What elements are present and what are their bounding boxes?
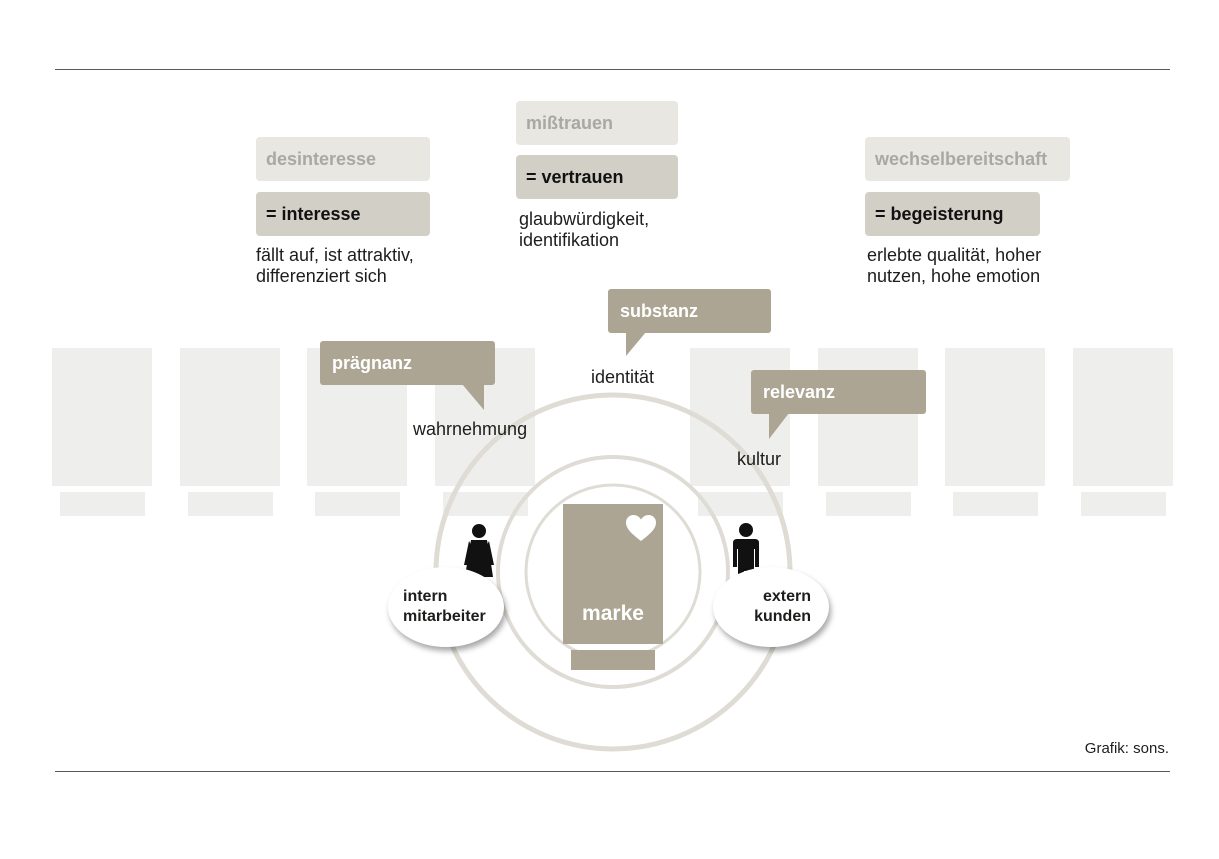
heart-icon (626, 515, 656, 541)
bg-tile (945, 348, 1045, 486)
stage-after-box: = interesse (256, 192, 430, 236)
bg-tile-base (1081, 492, 1166, 516)
bubble-praegnanz: prägnanz (320, 341, 495, 385)
graphic-credit: Grafik: sons. (1084, 740, 1169, 757)
bubble-caption: identität (591, 367, 655, 387)
audience-extern-line1: extern (762, 588, 811, 605)
bubble-relevanz: relevanz (751, 370, 926, 414)
brand-base (571, 650, 655, 670)
bg-tile-base (188, 492, 273, 516)
bubble-tail (462, 384, 484, 410)
bubble-substanz: substanz (608, 289, 771, 333)
stage-description: erlebte qualität, hoher nutzen, hohe emo… (867, 245, 1042, 286)
brand-label: marke (582, 602, 644, 625)
bubble-caption: wahrnehmung (413, 419, 528, 439)
bg-tile-base (826, 492, 911, 516)
bottom-rule (55, 771, 1170, 772)
stage-after-box: = vertrauen (516, 155, 678, 199)
woman-icon (464, 524, 494, 601)
bg-tile-base (315, 492, 400, 516)
stage-before-box: wechselbereitschaft (865, 137, 1070, 181)
bg-tile (180, 348, 280, 486)
bubble-tail (769, 413, 789, 439)
stage-before-box: desinteresse (256, 137, 430, 181)
bubble-tail (626, 332, 646, 356)
bubble-caption: kultur (737, 449, 782, 469)
stage-description: fällt auf, ist attraktiv, differenziert … (256, 245, 414, 286)
audience-extern-line2: kunden (754, 608, 811, 625)
bg-tile-base (953, 492, 1038, 516)
audience-intern-line1: intern (403, 588, 448, 605)
middle-ring (496, 455, 730, 689)
bg-tile (1073, 348, 1173, 486)
bg-tile (52, 348, 152, 486)
stage-after-box: = begeisterung (865, 192, 1040, 236)
audience-intern-line2: mitarbeiter (403, 608, 486, 625)
top-rule (55, 69, 1170, 70)
bg-tile-base (60, 492, 145, 516)
stage-description: glaubwürdigkeit, identifikation (519, 209, 650, 250)
stage-before-box: mißtrauen (516, 101, 678, 145)
audience-extern: extern kunden (713, 567, 829, 647)
audience-intern: intern mitarbeiter (388, 567, 504, 647)
